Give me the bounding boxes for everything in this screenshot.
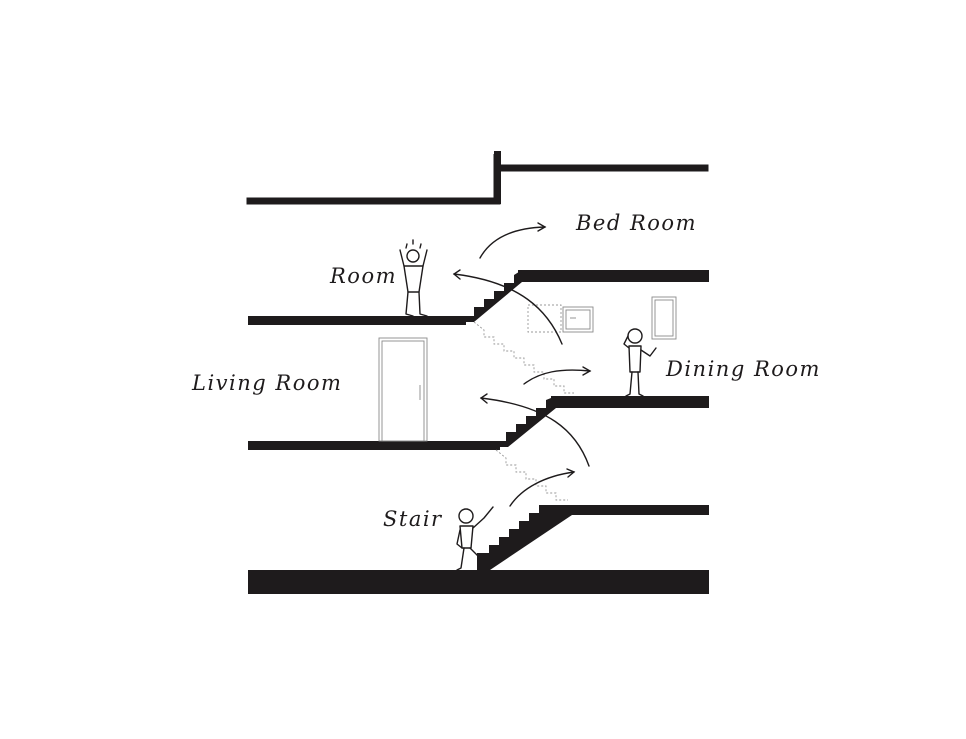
floor-slab-bedroom bbox=[518, 270, 709, 282]
stair-flight-lower bbox=[477, 505, 572, 570]
arrow-to-room bbox=[452, 269, 563, 345]
arrow-to-bed-room bbox=[479, 222, 547, 259]
person-figure-room bbox=[399, 239, 428, 317]
roof-line bbox=[246, 154, 709, 205]
dining-room-label: Dining Room bbox=[665, 357, 821, 381]
window-icon-small bbox=[562, 306, 594, 333]
living-room-label: Living Room bbox=[191, 371, 342, 395]
stair-label: Stair bbox=[383, 507, 443, 531]
ghost-box-icon bbox=[527, 304, 562, 333]
floor-slab-dining bbox=[551, 396, 709, 408]
door-icon bbox=[378, 337, 428, 442]
stair-flight-middle bbox=[496, 396, 556, 447]
stair-flight-upper bbox=[463, 270, 522, 322]
arrow-to-living-room bbox=[479, 393, 590, 467]
floor-slab-lower-right bbox=[570, 505, 709, 515]
person-figure-stair bbox=[456, 506, 494, 571]
arrow-to-dining-room bbox=[523, 366, 592, 385]
ghost-stair-lower bbox=[495, 449, 568, 501]
ground-slab bbox=[248, 570, 709, 594]
room-label: Room bbox=[329, 264, 397, 288]
floor-slab-living bbox=[248, 441, 500, 450]
roof-step-wall bbox=[494, 151, 501, 204]
ghost-stair-upper bbox=[473, 321, 574, 394]
floor-slab-room bbox=[248, 316, 466, 325]
arrow-up-stair bbox=[509, 468, 576, 507]
bed-room-label: Bed Room bbox=[575, 211, 697, 235]
window-icon-tall bbox=[651, 296, 677, 340]
person-figure-dining bbox=[623, 328, 657, 397]
